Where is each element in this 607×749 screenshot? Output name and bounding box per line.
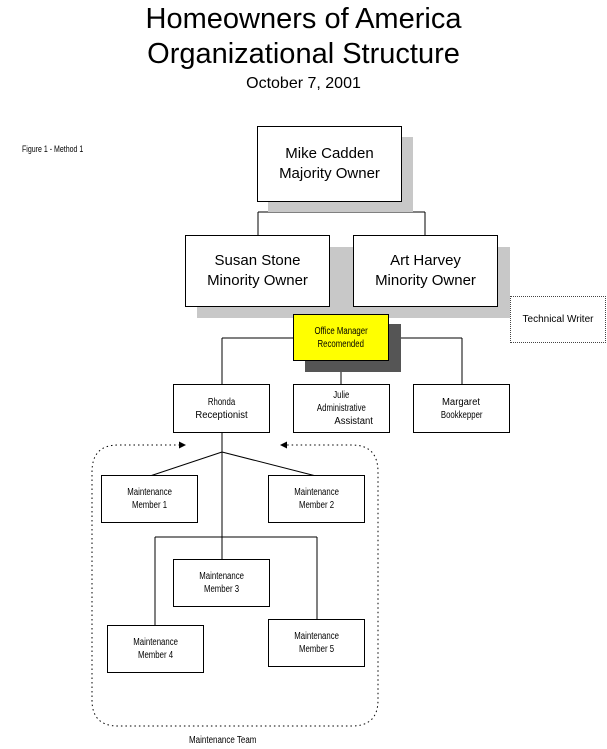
- maintenance-member-2-line2: Member 2: [298, 500, 335, 511]
- owner-box[interactable]: Mike Cadden Majority Owner: [257, 126, 402, 202]
- admin-assistant-name: Julie: [333, 390, 350, 401]
- receptionist-role: Receptionist: [195, 409, 248, 421]
- admin-assistant-role-1: Administrative: [317, 403, 366, 414]
- maintenance-member-4-line1: Maintenance: [133, 637, 178, 648]
- minority-owner-art-name: Art Harvey: [390, 252, 461, 269]
- maintenance-member-5-box[interactable]: Maintenance Member 5: [268, 619, 365, 667]
- maintenance-member-3-box[interactable]: Maintenance Member 3: [173, 559, 270, 607]
- maintenance-member-5-line2: Member 5: [298, 644, 335, 655]
- receptionist-name: Rhonda: [207, 396, 236, 408]
- admin-assistant-box[interactable]: Julie Administrative Assistant: [293, 384, 390, 433]
- figure-label: Figure 1 - Method 1: [22, 144, 84, 154]
- minority-owner-susan-box[interactable]: Susan Stone Minority Owner: [185, 235, 330, 307]
- maintenance-team-label: Maintenance Team: [189, 735, 257, 746]
- technical-writer-label: Technical Writer: [522, 314, 594, 325]
- maintenance-member-3-line1: Maintenance: [199, 571, 244, 582]
- office-manager-box[interactable]: Office Manager Recomended: [293, 314, 389, 361]
- maintenance-member-2-box[interactable]: Maintenance Member 2: [268, 475, 365, 523]
- chart-title-line-2: Organizational Structure: [147, 38, 460, 70]
- minority-owner-art-role: Minority Owner: [375, 272, 476, 289]
- receptionist-box[interactable]: Rhonda Receptionist: [173, 384, 270, 433]
- office-manager-line1: Office Manager: [314, 325, 368, 337]
- office-manager-line2: Recomended: [317, 338, 365, 350]
- maintenance-member-4-box[interactable]: Maintenance Member 4: [107, 625, 204, 673]
- maintenance-member-2-line1: Maintenance: [294, 487, 339, 498]
- bookkeeper-name: Margaret: [442, 396, 481, 408]
- bookkeeper-box[interactable]: Margaret Bookkepper: [413, 384, 510, 433]
- maintenance-member-1-box[interactable]: Maintenance Member 1: [101, 475, 198, 523]
- maintenance-member-1-line2: Member 1: [131, 500, 168, 511]
- technical-writer-box[interactable]: Technical Writer: [510, 296, 606, 343]
- maintenance-member-4-line2: Member 4: [137, 650, 174, 661]
- owner-name: Mike Cadden: [285, 145, 374, 162]
- minority-owner-susan-name: Susan Stone: [214, 252, 301, 269]
- chart-date: October 7, 2001: [246, 75, 361, 92]
- maintenance-member-5-line1: Maintenance: [294, 631, 339, 642]
- minority-owner-art-box[interactable]: Art Harvey Minority Owner: [353, 235, 498, 307]
- maintenance-member-3-line2: Member 3: [203, 584, 240, 595]
- bookkeeper-role: Bookkepper: [440, 409, 483, 421]
- minority-owner-susan-role: Minority Owner: [207, 272, 308, 289]
- maintenance-member-1-line1: Maintenance: [127, 487, 172, 498]
- owner-role: Majority Owner: [279, 165, 380, 182]
- chart-title-line-1: Homeowners of America: [145, 3, 462, 35]
- admin-assistant-role-2: Assistant: [334, 416, 374, 427]
